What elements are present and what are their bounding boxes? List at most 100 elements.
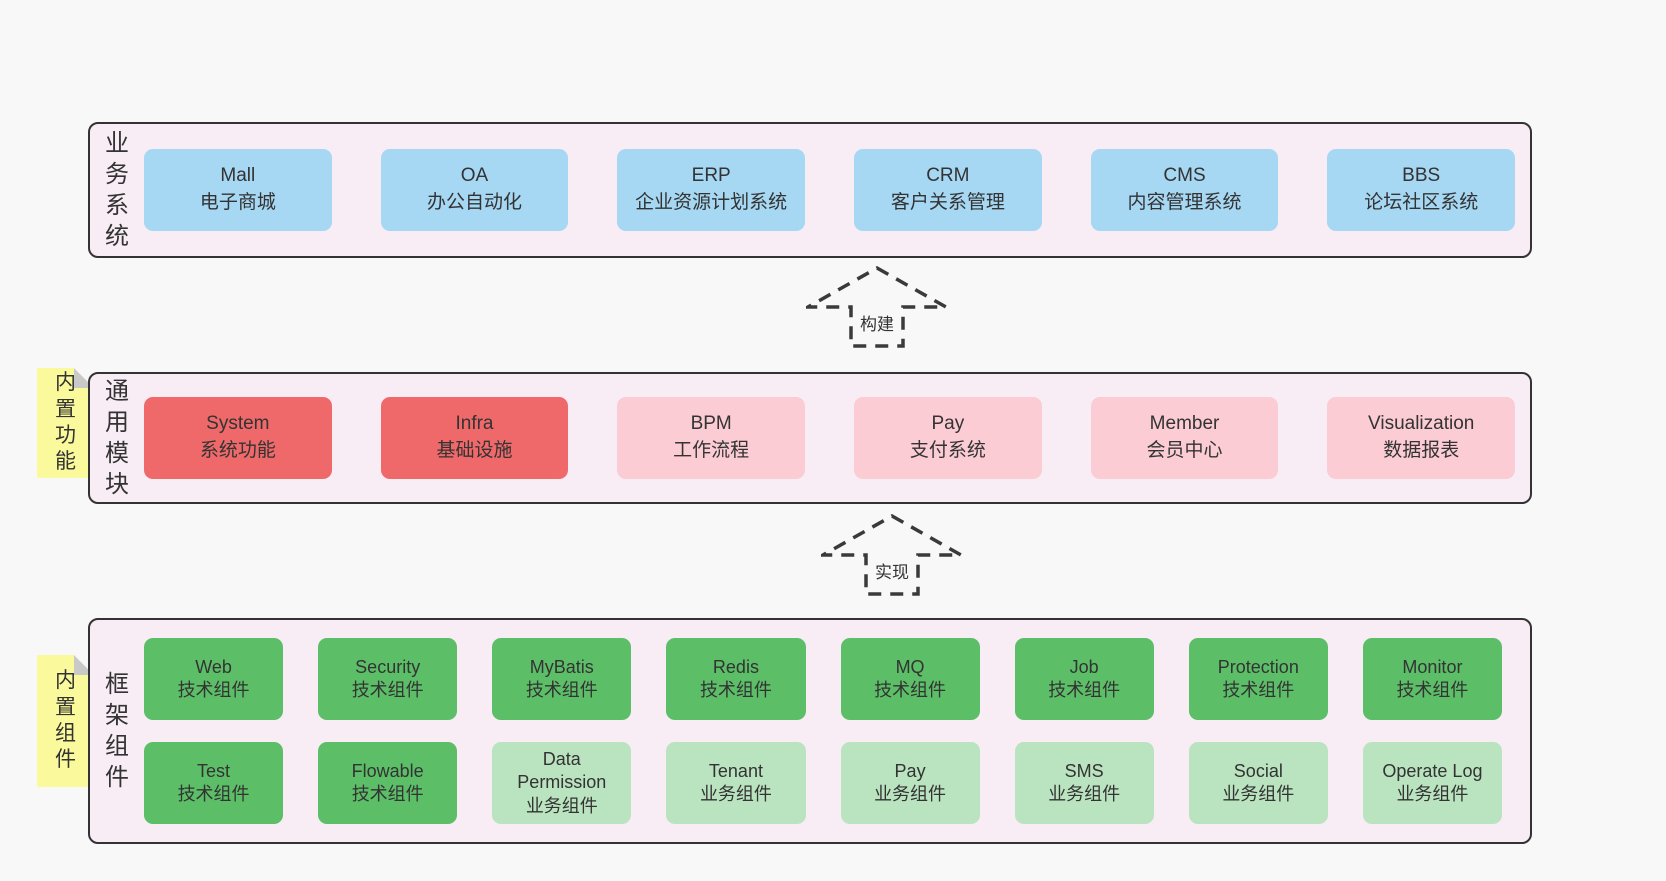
box-title: Mall bbox=[220, 165, 256, 187]
implement-arrow-label: 实现 bbox=[872, 558, 912, 583]
box-subtitle: 技术组件 bbox=[874, 680, 947, 700]
box-subtitle: 基础设施 bbox=[436, 440, 513, 461]
box-sms: SMS 业务组件 bbox=[1014, 742, 1154, 824]
box-redis: Redis 技术组件 bbox=[666, 638, 806, 720]
box-title: Pay bbox=[894, 760, 926, 781]
box-title: SMS bbox=[1064, 760, 1104, 781]
build-arrow: 构建 bbox=[806, 266, 948, 348]
sticky-builtin-features-label: 内置功能 bbox=[55, 371, 76, 474]
box-subtitle: 业务组件 bbox=[1396, 784, 1469, 804]
box-crm: CRM 客户关系管理 bbox=[854, 149, 1042, 231]
box-title: CRM bbox=[926, 165, 970, 187]
build-arrow-label: 构建 bbox=[857, 310, 897, 335]
box-operate-log: Operate Log 业务组件 bbox=[1362, 742, 1502, 824]
framework-components-boxes: Web 技术组件 Security 技术组件 MyBatis 技术组件 Redi… bbox=[144, 620, 1502, 842]
up-arrow-icon bbox=[806, 266, 948, 348]
box-subtitle: 技术组件 bbox=[351, 784, 424, 804]
box-system: System 系统功能 bbox=[144, 397, 332, 479]
box-subtitle: 电子商城 bbox=[199, 192, 276, 213]
box-title: Member bbox=[1149, 413, 1220, 435]
box-title: Test bbox=[197, 760, 231, 781]
box-title: BBS bbox=[1402, 165, 1441, 187]
box-title: Monitor bbox=[1402, 656, 1463, 677]
box-title: Security bbox=[355, 656, 421, 677]
box-subtitle: 企业资源计划系统 bbox=[635, 192, 788, 213]
box-title: Protection bbox=[1217, 656, 1299, 677]
box-pay-component: Pay 业务组件 bbox=[840, 742, 980, 824]
box-subtitle: 业务组件 bbox=[699, 784, 772, 804]
box-subtitle: 技术组件 bbox=[525, 680, 598, 700]
box-subtitle: 系统功能 bbox=[199, 440, 276, 461]
box-mybatis: MyBatis 技术组件 bbox=[492, 638, 632, 720]
box-cms: CMS 内容管理系统 bbox=[1090, 149, 1279, 231]
layer-business-systems: 业务系统 Mall 电子商城 OA 办公自动化 ERP 企业资源计划系统 CRM… bbox=[88, 122, 1532, 258]
box-title: Job bbox=[1069, 656, 1099, 677]
box-title: Data Permission bbox=[517, 748, 607, 793]
box-title: Visualization bbox=[1368, 413, 1475, 435]
box-title: Redis bbox=[712, 656, 759, 677]
layer-framework-components: 框架组件 Web 技术组件 Security 技术组件 MyBatis 技术组件… bbox=[88, 618, 1532, 844]
box-title: CMS bbox=[1163, 165, 1206, 187]
box-tenant: Tenant 业务组件 bbox=[666, 742, 806, 824]
box-subtitle: 技术组件 bbox=[1048, 680, 1121, 700]
up-arrow-icon bbox=[821, 514, 963, 596]
layer-label-text: 业务系统 bbox=[105, 129, 129, 251]
box-title: System bbox=[206, 413, 270, 435]
business-systems-boxes: Mall 电子商城 OA 办公自动化 ERP 企业资源计划系统 CRM 客户关系… bbox=[144, 124, 1516, 256]
box-title: Operate Log bbox=[1382, 760, 1483, 781]
box-protection: Protection 技术组件 bbox=[1188, 638, 1328, 720]
box-job: Job 技术组件 bbox=[1014, 638, 1154, 720]
box-mq: MQ 技术组件 bbox=[840, 638, 980, 720]
box-security: Security 技术组件 bbox=[318, 638, 458, 720]
box-title: Tenant bbox=[708, 760, 763, 781]
box-erp: ERP 企业资源计划系统 bbox=[617, 149, 806, 231]
box-subtitle: 业务组件 bbox=[874, 784, 947, 804]
box-subtitle: 数据报表 bbox=[1383, 440, 1460, 461]
box-title: MQ bbox=[895, 656, 925, 677]
box-pay: Pay 支付系统 bbox=[854, 397, 1042, 479]
box-flowable: Flowable 技术组件 bbox=[318, 742, 458, 824]
box-subtitle: 技术组件 bbox=[1222, 680, 1295, 700]
box-monitor: Monitor 技术组件 bbox=[1362, 638, 1502, 720]
box-subtitle: 技术组件 bbox=[699, 680, 772, 700]
box-title: BPM bbox=[690, 413, 732, 435]
box-social: Social 业务组件 bbox=[1188, 742, 1328, 824]
sticky-builtin-features: 内置功能 bbox=[37, 368, 94, 478]
box-subtitle: 技术组件 bbox=[177, 784, 250, 804]
box-mall: Mall 电子商城 bbox=[144, 149, 332, 231]
box-subtitle: 技术组件 bbox=[177, 680, 250, 700]
business-systems-label: 业务系统 bbox=[90, 124, 144, 256]
box-subtitle: 技术组件 bbox=[351, 680, 424, 700]
implement-arrow: 实现 bbox=[821, 514, 963, 596]
box-title: ERP bbox=[691, 165, 731, 187]
box-title: Social bbox=[1233, 760, 1283, 781]
box-title: Pay bbox=[931, 413, 965, 435]
box-subtitle: 办公自动化 bbox=[427, 192, 523, 213]
box-member: Member 会员中心 bbox=[1090, 397, 1279, 479]
box-oa: OA 办公自动化 bbox=[380, 149, 569, 231]
box-subtitle: 支付系统 bbox=[909, 440, 986, 461]
sticky-builtin-components-label: 内置组件 bbox=[55, 669, 76, 772]
box-title: MyBatis bbox=[529, 656, 594, 677]
box-subtitle: 会员中心 bbox=[1146, 440, 1223, 461]
box-subtitle: 内容管理系统 bbox=[1127, 192, 1242, 213]
box-subtitle: 技术组件 bbox=[1396, 680, 1469, 700]
common-modules-boxes: System 系统功能 Infra 基础设施 BPM 工作流程 Pay 支付系统… bbox=[144, 374, 1516, 502]
layer-common-modules: 通用模块 System 系统功能 Infra 基础设施 BPM 工作流程 Pay… bbox=[88, 372, 1532, 504]
box-infra: Infra 基础设施 bbox=[380, 397, 569, 479]
box-subtitle: 工作流程 bbox=[673, 440, 750, 461]
box-title: Infra bbox=[455, 413, 494, 435]
box-subtitle: 业务组件 bbox=[525, 795, 598, 816]
box-subtitle: 客户关系管理 bbox=[890, 192, 1005, 213]
box-data-permission: Data Permission 业务组件 bbox=[492, 742, 632, 824]
box-bbs: BBS 论坛社区系统 bbox=[1327, 149, 1516, 231]
layer-label-text: 框架组件 bbox=[105, 670, 129, 792]
box-subtitle: 业务组件 bbox=[1048, 784, 1121, 804]
box-subtitle: 业务组件 bbox=[1222, 784, 1295, 804]
box-bpm: BPM 工作流程 bbox=[617, 397, 806, 479]
box-subtitle: 论坛社区系统 bbox=[1364, 192, 1479, 213]
box-web: Web 技术组件 bbox=[144, 638, 284, 720]
sticky-builtin-components: 内置组件 bbox=[37, 655, 94, 787]
box-title: OA bbox=[460, 165, 489, 187]
